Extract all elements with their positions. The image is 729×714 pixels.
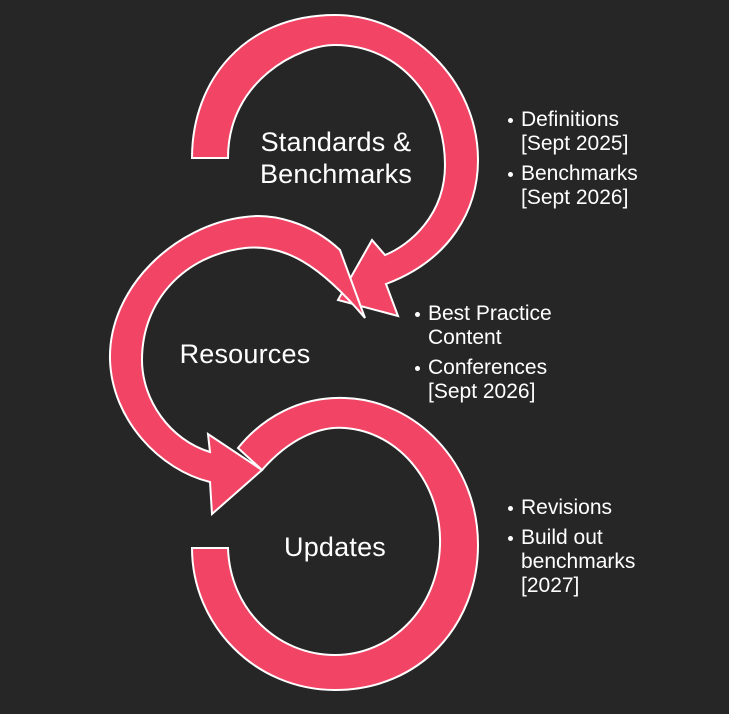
resources-loop-arrow [108,215,366,517]
updates-notes: Revisions Build out benchmarks [2027] [508,496,668,604]
updates-loop-arrow [190,396,480,692]
list-item: Benchmarks [Sept 2026] [508,162,673,210]
stage-label-updates: Updates [284,532,386,562]
list-item: Revisions [508,496,668,520]
resources-notes: Best Practice Content Conferences [Sept … [415,302,585,410]
list-item: Best Practice Content [415,302,585,350]
stage-label-resources: Resources [179,339,311,369]
standards-loop-arrow [190,13,480,318]
standards-notes: Definitions [Sept 2025] Benchmarks [Sept… [508,108,673,216]
list-item: Definitions [Sept 2025] [508,108,673,156]
stage-label-standards: Standards & Benchmarks [259,127,413,189]
list-item: Conferences [Sept 2026] [415,356,585,404]
list-item: Build out benchmarks [2027] [508,526,668,598]
